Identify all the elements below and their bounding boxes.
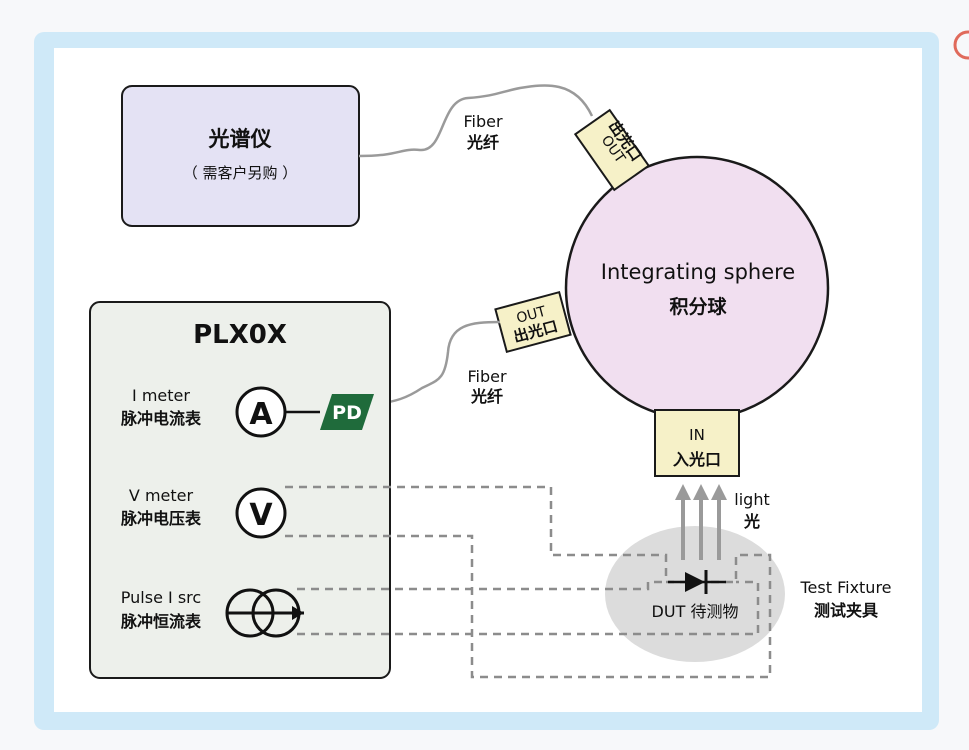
pulse-src-label-zh: 脉冲恒流表 bbox=[120, 612, 202, 631]
port-in: IN 入光口 bbox=[654, 409, 740, 477]
v-meter-lead-bottom bbox=[285, 534, 772, 679]
i-meter-label-en: I meter bbox=[132, 386, 190, 405]
dut-label: DUT 待测物 bbox=[652, 602, 739, 621]
fiber-cable-top bbox=[358, 84, 594, 158]
dut-diode-icon bbox=[668, 570, 726, 594]
fixture-label-zh: 测试夹具 bbox=[814, 601, 878, 620]
photodiode-pd: PD bbox=[320, 394, 374, 430]
fiber-mid-label-zh: 光纤 bbox=[470, 387, 503, 406]
current-source-icon bbox=[225, 588, 304, 638]
fixture-label-en: Test Fixture bbox=[799, 578, 891, 597]
test-fixture bbox=[605, 526, 785, 662]
i-meter-label-zh: 脉冲电流表 bbox=[120, 409, 202, 428]
v-meter-label-en: V meter bbox=[129, 486, 194, 505]
spectrometer-note: （ 需客户另购 ） bbox=[183, 164, 298, 182]
voltmeter-icon bbox=[235, 487, 287, 539]
voltmeter-symbol: V bbox=[249, 498, 273, 533]
light-arrows bbox=[675, 484, 727, 560]
pulse-lead-bottom bbox=[297, 580, 760, 636]
fiber-top-label-en: Fiber bbox=[463, 112, 502, 131]
pulse-lead-top bbox=[297, 580, 666, 591]
plx-instrument-box: PLX0X I meter 脉冲电流表 A V meter 脉冲电压表 V Pu… bbox=[89, 301, 391, 679]
port-in-zh: 入光口 bbox=[673, 450, 721, 469]
corner-badge-icon bbox=[953, 30, 969, 60]
plx-title: PLX0X bbox=[193, 320, 287, 350]
pulse-src-label-en: Pulse I src bbox=[121, 588, 201, 607]
light-label-en: light bbox=[734, 490, 769, 509]
spectrometer-box: 光谱仪 （ 需客户另购 ） bbox=[121, 85, 360, 227]
port-out-left-en: OUT bbox=[515, 304, 548, 327]
fiber-mid-label-en: Fiber bbox=[467, 367, 506, 386]
integrating-sphere bbox=[564, 155, 830, 421]
pd-label: PD bbox=[332, 402, 362, 424]
port-in-en: IN bbox=[689, 426, 705, 444]
light-label-zh: 光 bbox=[743, 512, 760, 531]
spectrometer-title: 光谱仪 bbox=[208, 127, 273, 151]
sphere-label-en: Integrating sphere bbox=[601, 260, 795, 284]
v-meter-label-zh: 脉冲电压表 bbox=[120, 509, 202, 528]
ammeter-symbol: A bbox=[249, 397, 273, 432]
sphere-label-zh: 积分球 bbox=[669, 295, 727, 318]
fiber-top-label-zh: 光纤 bbox=[466, 133, 499, 152]
fiber-cable-mid bbox=[365, 320, 501, 406]
